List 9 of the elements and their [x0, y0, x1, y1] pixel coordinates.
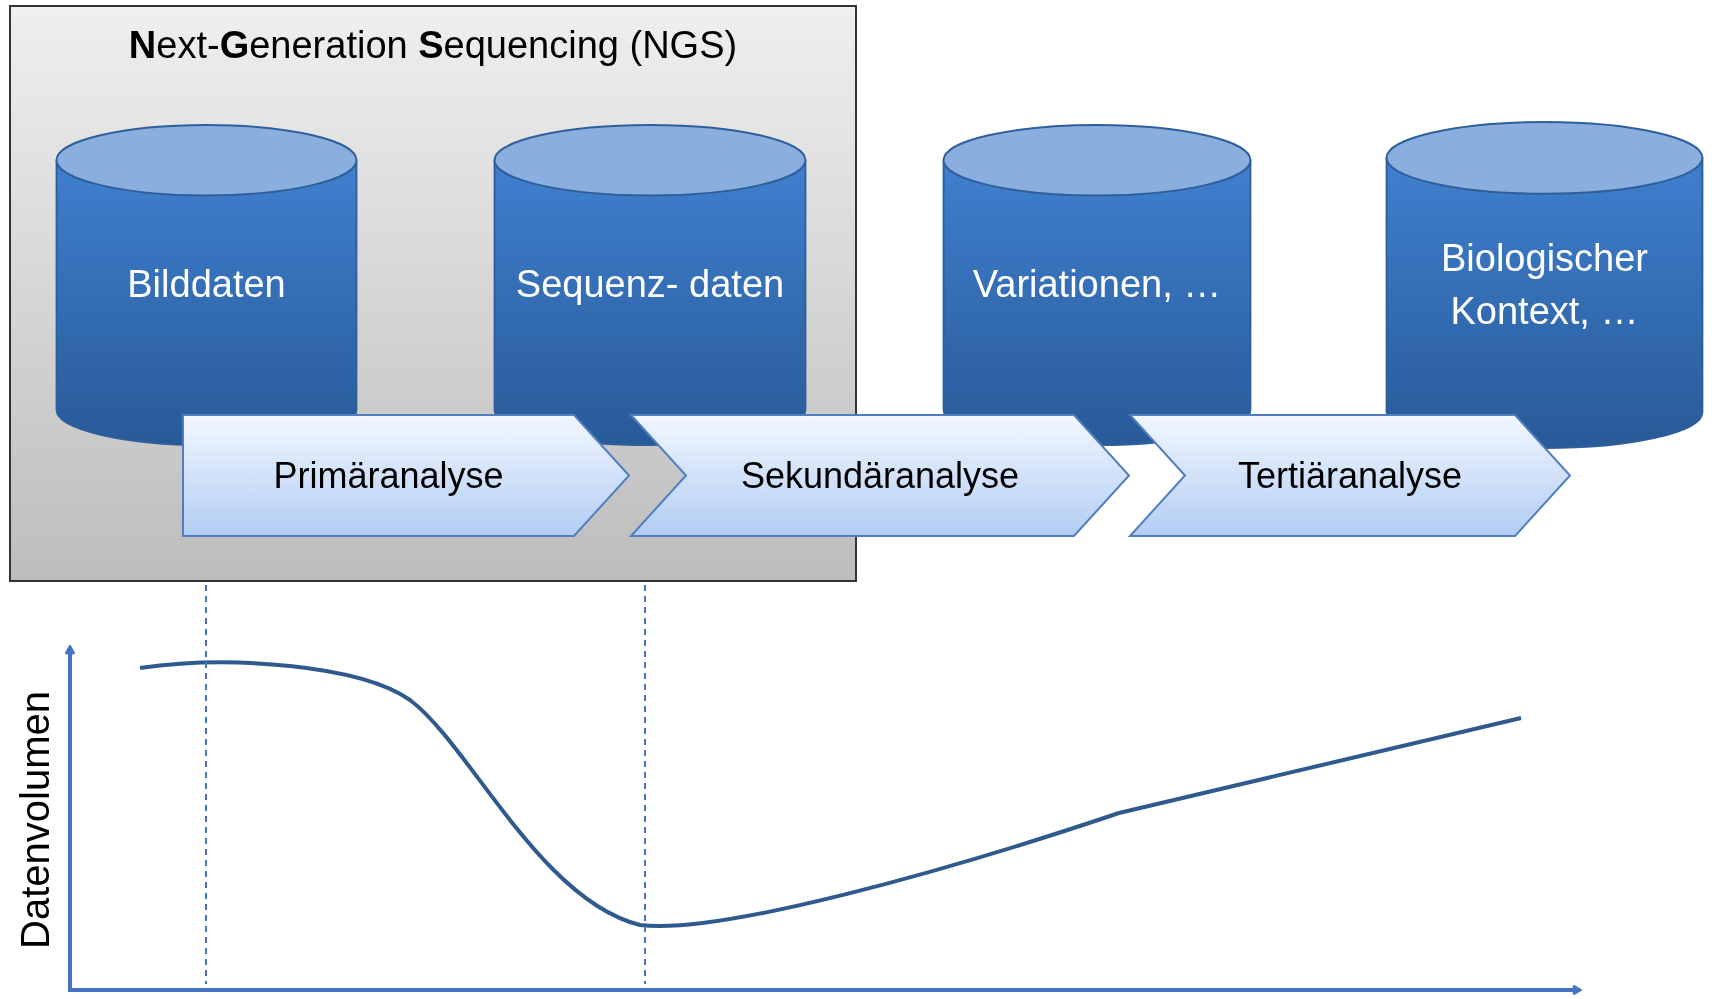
node-label: Primäranalyse — [273, 454, 504, 497]
node-label: Variationen, … — [972, 262, 1222, 308]
node-label: Tertiäranalyse — [1237, 454, 1463, 497]
node-label: Next-Generation Sequencing (NGS) — [128, 23, 738, 67]
node-label: Bilddaten — [127, 262, 286, 308]
node-label: Sequenz- daten — [515, 262, 785, 308]
axis-label: Datenvolumen — [13, 690, 57, 951]
node-label: Sekundäranalyse — [740, 454, 1020, 497]
node-label: Biologischer Kontext, … — [1440, 235, 1649, 334]
